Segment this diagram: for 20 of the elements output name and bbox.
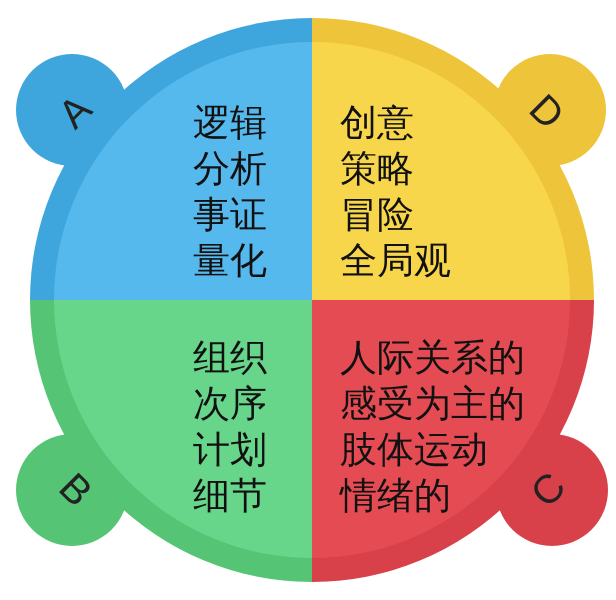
trait-text: 感受为主的 xyxy=(340,381,525,427)
trait-text: 冒险 xyxy=(340,192,415,238)
trait-text: 全局观 xyxy=(340,238,451,284)
quadrant-letter: C xyxy=(524,466,573,514)
trait-text: 细节 xyxy=(193,473,267,519)
trait-text: 逻辑 xyxy=(193,100,267,146)
trait-text: 事证 xyxy=(193,192,267,238)
trait-text: 计划 xyxy=(193,427,267,473)
quadrant-letter: B xyxy=(52,466,99,514)
trait-text: 肢体运动 xyxy=(340,427,489,473)
quadrant-letter: D xyxy=(522,88,571,136)
trait-text: 次序 xyxy=(193,381,267,427)
trait-text: 组织 xyxy=(193,335,267,381)
trait-text: 策略 xyxy=(340,146,415,192)
trait-text: 人际关系的 xyxy=(340,335,525,381)
trait-text: 情绪的 xyxy=(340,473,452,519)
trait-text: 量化 xyxy=(193,238,267,284)
quadrant-letter: A xyxy=(52,88,99,136)
trait-text: 分析 xyxy=(193,146,267,192)
trait-text: 创意 xyxy=(340,100,415,146)
